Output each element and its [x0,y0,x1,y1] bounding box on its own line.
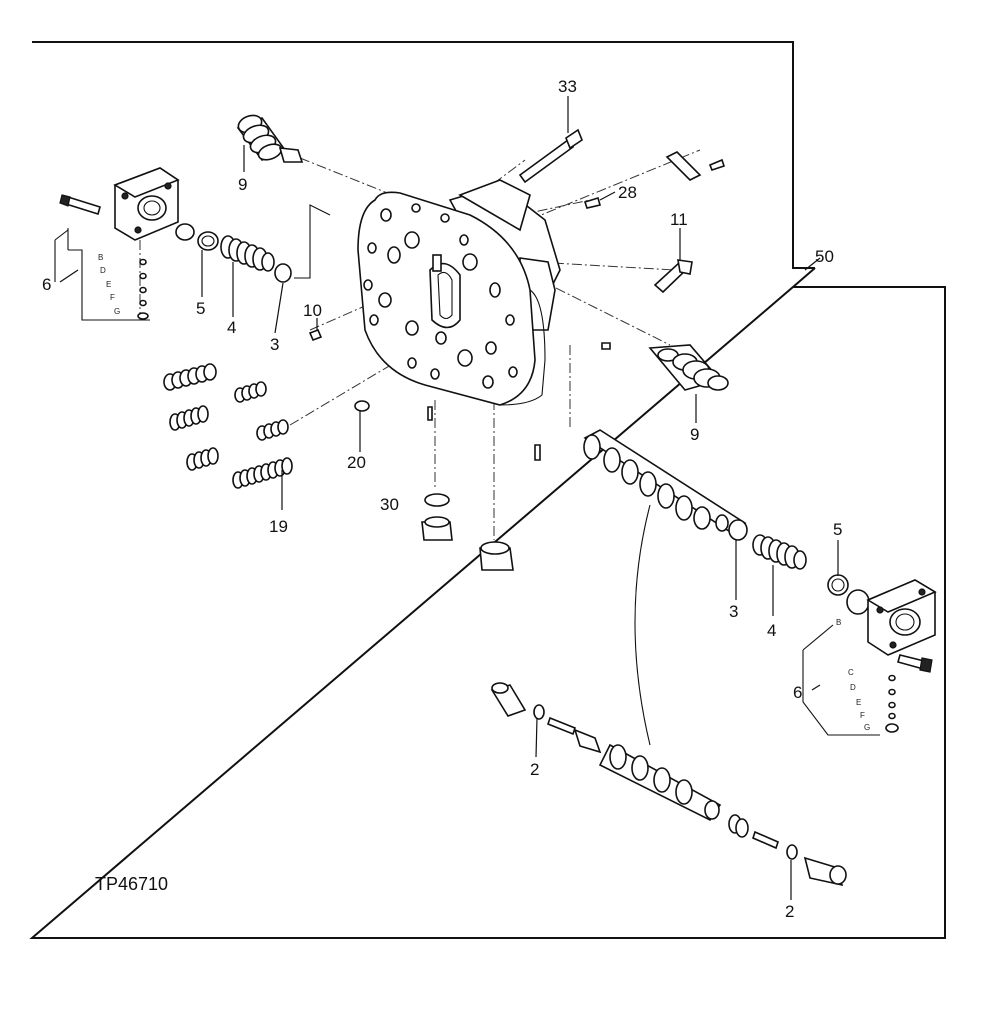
pin-10 [308,328,323,342]
right-cover-assembly: B C D E F G [802,579,937,736]
plugs-30 [421,493,514,571]
valve-body [357,179,561,406]
callout-5-left: 5 [196,299,205,318]
callout-6-right: 6 [793,683,802,702]
svg-text:C: C [848,668,854,677]
callout-30: 30 [380,495,399,514]
callout-4-right: 4 [767,621,776,640]
right-spring-stack [752,534,849,596]
figure-reference: TP46710 [95,874,168,894]
callout-11: 11 [670,210,688,229]
pin-20 [354,400,370,412]
callout-6-left: 6 [42,275,51,294]
callout-3-left: 3 [270,335,279,354]
link-arc [634,504,651,746]
callout-10: 10 [303,301,322,320]
callout-9-right: 9 [690,425,699,444]
callouts: 33 28 11 50 9 6 5 4 3 10 19 20 30 9 3 4 … [42,77,842,921]
svg-text:E: E [856,698,861,707]
svg-text:B: B [98,253,103,262]
bracket-top-right [665,151,726,181]
callout-5-right: 5 [833,520,842,539]
left-spring-stack [197,204,331,283]
svg-text:B: B [836,618,841,627]
callout-19: 19 [269,517,288,536]
svg-text:D: D [100,266,106,275]
solenoid-left [236,114,304,163]
callout-50: 50 [815,247,834,266]
callout-2-right: 2 [785,902,794,921]
svg-text:F: F [110,293,115,302]
plate-holes [363,203,518,389]
solenoid-right [648,344,729,391]
main-spool [583,429,748,541]
svg-text:G: G [864,723,870,732]
svg-text:E: E [106,280,111,289]
border-notch-line [792,267,816,288]
bolt-33 [518,128,583,184]
small-fittings [427,342,611,461]
lower-spool-assembly [490,682,847,887]
spring-set [163,363,293,489]
svg-text:F: F [860,711,865,720]
callout-4-left: 4 [227,318,236,337]
callout-2-left: 2 [530,760,539,779]
leader-lines [59,96,839,900]
figure-border [29,41,946,939]
left-cover-assembly: B D E F G [54,167,195,321]
pin-28 [583,196,602,209]
callout-3-right: 3 [729,602,738,621]
svg-text:G: G [114,307,120,316]
svg-text:D: D [850,683,856,692]
callout-33: 33 [558,77,577,96]
callout-20: 20 [347,453,366,472]
callout-28: 28 [618,183,637,202]
screw-11 [653,259,693,294]
callout-9-left: 9 [238,175,247,194]
